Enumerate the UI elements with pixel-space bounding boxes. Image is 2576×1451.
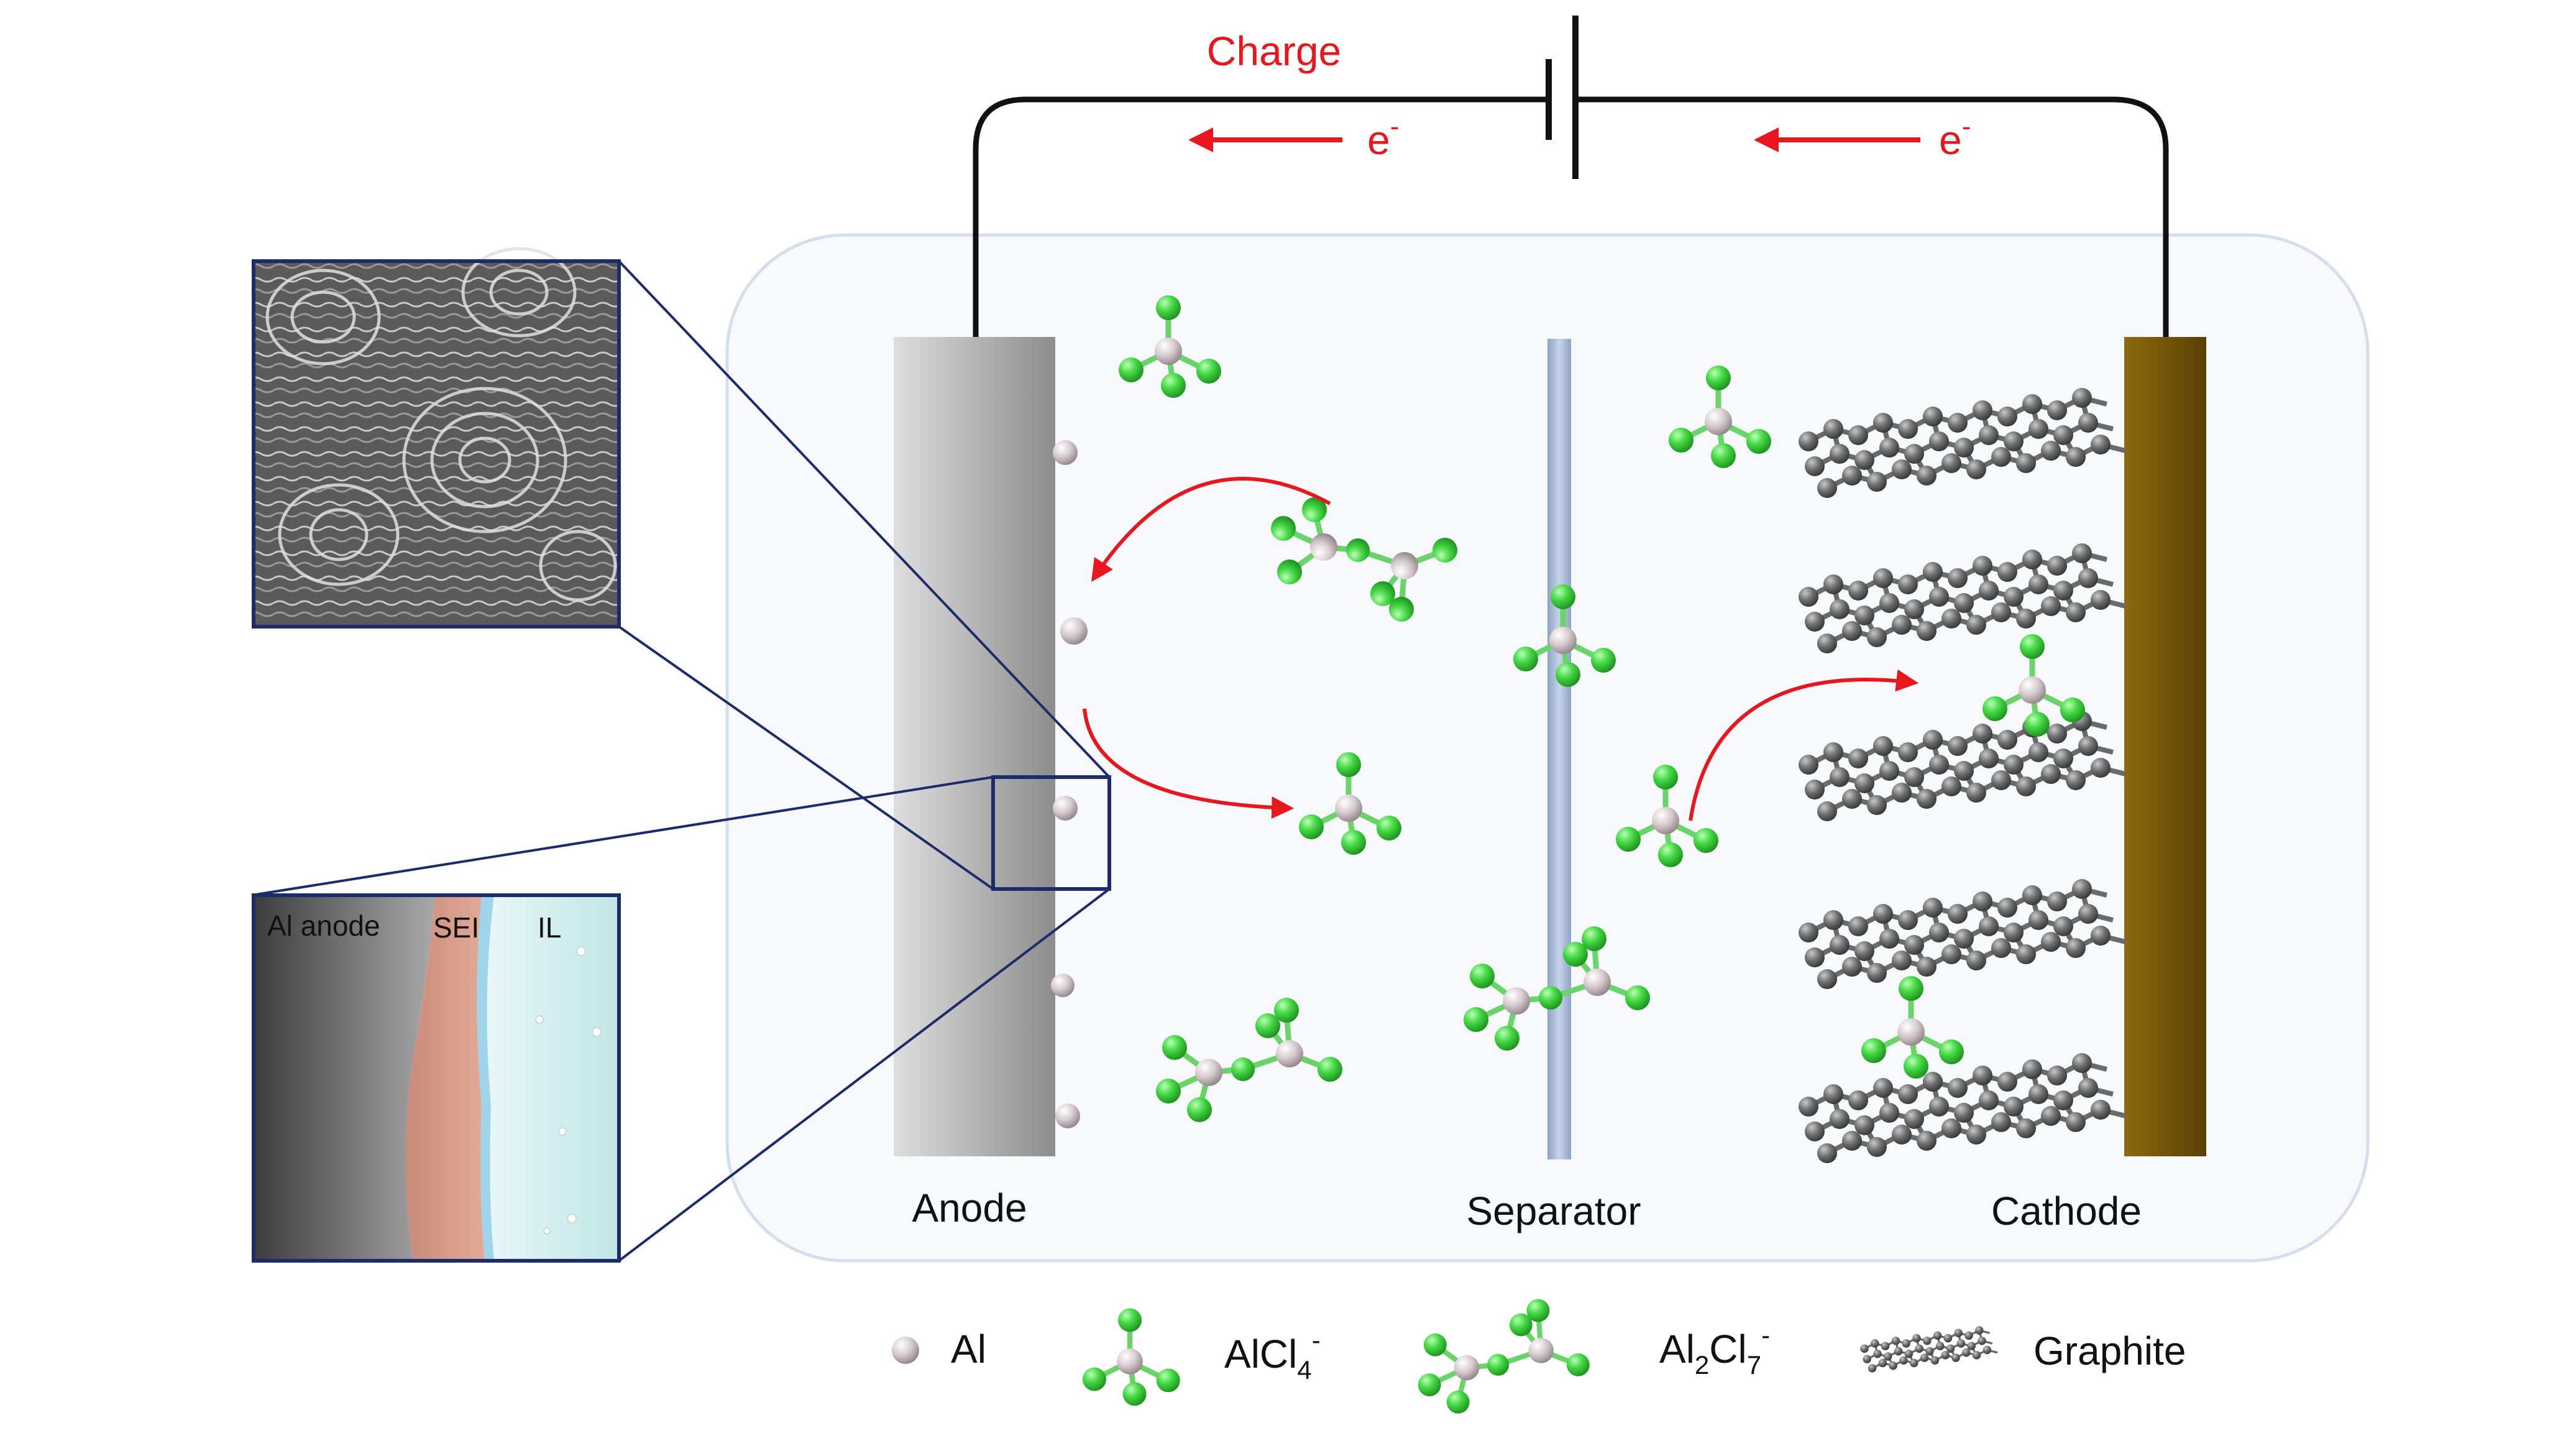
separator: [1547, 339, 1571, 1159]
legend-graphite-label: Graphite: [2033, 1329, 2186, 1373]
separator-label: Separator: [1466, 1189, 1641, 1233]
zoom-box: [991, 775, 1111, 891]
electron-label-left: e-: [1367, 111, 1399, 163]
legend: Al AlCl4- Al2Cl7- Graphite: [892, 1299, 2186, 1414]
legend-al2cl7-label: Al2Cl7-: [1659, 1320, 1770, 1380]
reaction-arrow-icon: [1083, 477, 1919, 821]
anode-electrode: [894, 337, 1055, 1156]
cathode-current-collector: [2124, 337, 2206, 1156]
legend-alcl4-label: AlCl4-: [1224, 1325, 1321, 1384]
sei-inset: Al anode SEI IL: [252, 893, 621, 1263]
cathode-label: Cathode: [1991, 1189, 2142, 1233]
inset-sei-label: SEI: [433, 911, 479, 944]
alcl4-molecule-icon: [1083, 1309, 1180, 1406]
external-circuit: [973, 16, 2169, 341]
anode-label: Anode: [912, 1186, 1027, 1230]
battery-symbol-icon: [1546, 16, 1579, 179]
al2cl7-molecule-icon: [1418, 1299, 1590, 1414]
sem-image: [252, 247, 621, 629]
inset-il-label: IL: [538, 911, 561, 944]
al-atom-icon: [1051, 440, 1088, 1128]
electron-label-right: e-: [1939, 111, 1971, 163]
inset-al-anode-label: Al anode: [267, 910, 380, 942]
zoom-lines: [251, 260, 1111, 1262]
graphite-sheet-icon: [1859, 1325, 1999, 1374]
al-atom-icon: [892, 1337, 919, 1364]
charge-label: Charge: [1207, 28, 1341, 74]
legend-al-label: Al: [951, 1327, 986, 1371]
